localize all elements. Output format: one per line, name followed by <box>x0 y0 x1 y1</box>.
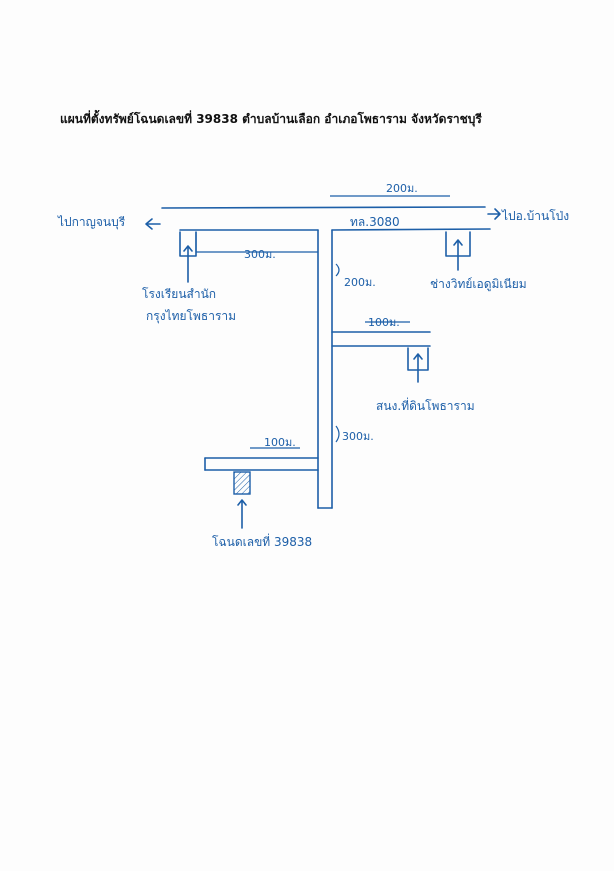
brace-200 <box>335 263 340 277</box>
deed-arrow-icon <box>237 499 247 529</box>
label-bank-line2: กรุงไทยโพธาราม <box>146 309 236 324</box>
mechanic-arrow-icon <box>453 239 463 271</box>
label-highway: ทล.3080 <box>350 215 400 229</box>
document-title: แผนที่ตั้งทรัพย์โฉนดเลขที่ 39838 ตำบลบ้า… <box>60 112 482 126</box>
brace-300 <box>335 425 340 443</box>
label-dist-200-vertical: 200ม. <box>344 276 376 289</box>
main-road-top-edge <box>161 206 486 209</box>
label-deed-number: โฉนดเลขที่ 39838 <box>212 533 312 549</box>
label-dist-100-bottom: 100ม. <box>264 436 296 449</box>
label-dist-200-top: 200ม. <box>386 182 418 195</box>
arrow-left-icon <box>145 218 161 230</box>
label-to-kanchanaburi: ไปกาญจนบุรี <box>57 215 126 230</box>
label-dist-300-left: 300ม. <box>244 248 276 261</box>
label-dist-100-mid: 100ม. <box>368 316 400 329</box>
label-land-office: สนง.ที่ดินโพธาราม <box>376 397 475 413</box>
deed-plot-box <box>233 471 251 495</box>
label-dist-300-vertical: 300ม. <box>342 430 374 443</box>
label-bank: โรงเรียนสำนัก <box>142 287 216 301</box>
label-to-ban-pong: ไปอ.บ้านโป่ง <box>501 209 569 223</box>
arrow-right-icon <box>487 208 501 220</box>
bank-arrow-icon <box>183 245 193 283</box>
label-mechanic-shop: ช่างวิทย์เอดูมิเนียม <box>430 277 527 292</box>
land-office-arrow-icon <box>413 353 423 383</box>
main-road-bottom-edge-right <box>331 228 491 231</box>
